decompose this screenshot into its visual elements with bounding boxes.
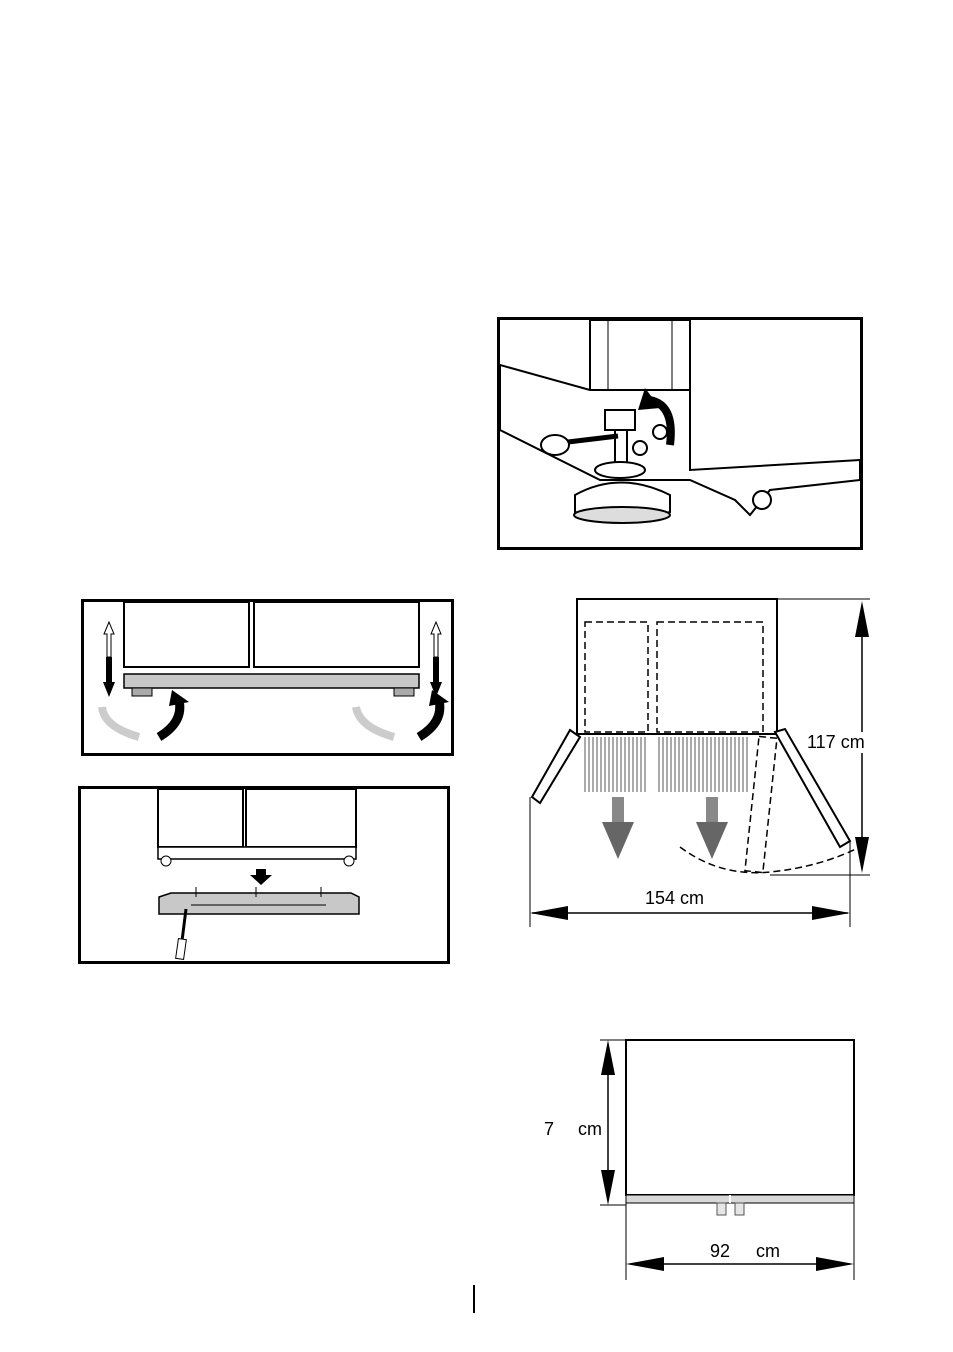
front-view-diagram: [540, 1035, 860, 1285]
plinth-install-figure: [78, 786, 450, 964]
depth-dimension-label: 117 cm: [807, 732, 865, 753]
width-dimension-label: 154 cm: [645, 888, 704, 909]
foot-wrench-icon: [500, 320, 860, 547]
front-width-unit: cm: [756, 1241, 780, 1262]
door-swing-figure: 117 cm 154 cm: [520, 597, 880, 927]
foot-adjustment-figure: [497, 317, 863, 550]
rotate-arrows-icon: [84, 602, 451, 753]
front-width-number: 92: [710, 1241, 730, 1262]
front-view-figure: 7 cm 92 cm: [540, 1035, 860, 1285]
door-swing-diagram: [520, 597, 880, 927]
door-leveling-figure: [81, 599, 454, 756]
front-height-number: 7: [544, 1119, 554, 1140]
page-marker: [473, 1285, 475, 1313]
front-height-unit: cm: [578, 1119, 602, 1140]
screwdriver-icon: [81, 789, 447, 961]
